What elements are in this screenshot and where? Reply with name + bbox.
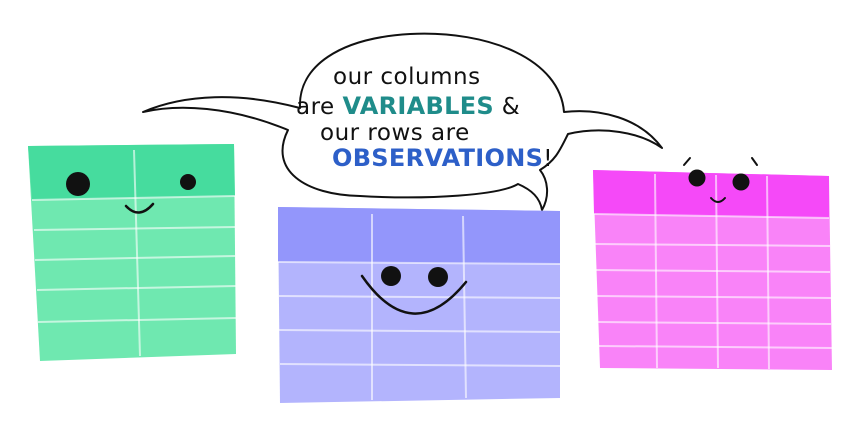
pink-table-smile <box>710 197 726 203</box>
pink-table-header <box>593 170 829 218</box>
green-table-right-eye <box>180 174 196 190</box>
purple-table-gridlines <box>277 214 561 400</box>
purple-table-right-eye <box>428 267 448 287</box>
green-table-smile <box>124 202 155 214</box>
variables-label: VARIABLES <box>343 92 494 120</box>
speech-bubble: our columns are VARIABLES & our rows are… <box>142 32 663 211</box>
green-table-gridlines <box>31 149 237 357</box>
speech-bubble-outline <box>142 32 663 211</box>
purple-table-header <box>278 207 560 264</box>
bubble-line-2-suffix: & <box>494 94 520 120</box>
bubble-line-3: our rows are <box>320 120 470 146</box>
pink-table-right-eye <box>732 173 750 191</box>
green-table-character <box>28 144 237 361</box>
green-table-header <box>28 144 235 200</box>
purple-table-character <box>277 207 561 403</box>
pink-table-character <box>593 157 833 370</box>
green-table-left-eye <box>66 172 90 196</box>
pink-table-left-eye <box>688 169 706 187</box>
purple-table-left-eye <box>381 266 401 286</box>
bubble-line-4-suffix: ! <box>543 146 553 172</box>
bubble-line-2: are VARIABLES & <box>296 92 520 120</box>
pink-table-right-brow <box>751 157 758 166</box>
bubble-line-1: our columns <box>333 64 481 90</box>
purple-table-smile <box>360 274 468 315</box>
observations-label: OBSERVATIONS <box>332 144 543 172</box>
bubble-line-4: OBSERVATIONS! <box>332 144 553 172</box>
pink-table-gridlines <box>593 173 833 370</box>
bubble-line-2-prefix: are <box>296 94 343 120</box>
pink-table-left-brow <box>683 157 691 166</box>
